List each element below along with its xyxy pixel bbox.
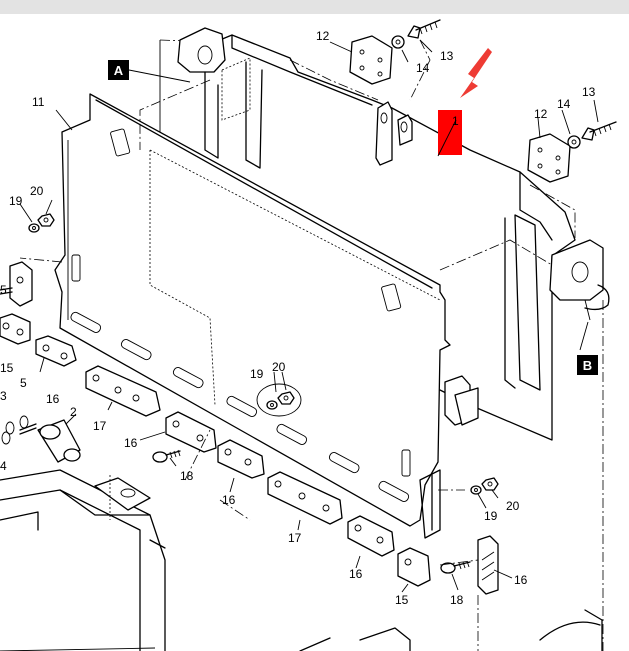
callout-14-a: 14 [416,61,430,75]
left-small-clips [0,261,33,345]
callout-16-c: 16 [222,493,236,507]
callout-12-b: 12 [534,107,548,121]
callout-20-b: 20 [272,360,286,374]
callout-labels: 1 2 3 4 5 5 11 12 12 13 13 14 14 15 15 1… [0,29,596,607]
view-a-text: A [114,63,124,78]
callout-15-a: 15 [0,361,14,375]
panel-right-bracket [419,375,479,539]
clip-row-lower [217,439,431,587]
callout-19-b: 19 [250,367,264,381]
callout-18-b: 18 [450,593,464,607]
callout-13-b: 13 [582,85,596,99]
callout-5-a: 5 [20,376,27,390]
callout-1: 1 [452,114,459,128]
view-label-a: A [108,60,129,80]
callout-16-e: 16 [514,573,528,587]
base-frame [0,469,411,651]
view-b-text: B [583,358,592,373]
callout-14-b: 14 [557,97,571,111]
red-arrow [460,48,492,98]
panel-slots [70,311,410,502]
callout-16-b: 16 [124,436,138,450]
plate-12-right [527,121,617,183]
red-highlight-marker [437,110,462,157]
callout-leaders [19,39,599,593]
leader-lines [19,39,576,566]
callout-4: 4 [0,459,7,473]
callout-19-c: 19 [484,509,498,523]
callout-3: 3 [0,389,7,403]
clip-row-upper [35,335,217,453]
screws-18 [152,449,471,574]
right-clip-16 [477,535,499,595]
hinge-pin-assembly [0,287,81,463]
callout-20-a: 20 [30,184,44,198]
callout-17-b: 17 [288,531,302,545]
callout-18-a: 18 [180,469,194,483]
callout-19-a: 19 [9,194,23,208]
plate-12-left [349,19,441,85]
left-upper-bracket [177,27,263,169]
callout-5-b: 5 [0,283,7,297]
callout-15-b: 15 [395,593,409,607]
right-lower-outline [477,300,604,651]
callout-13-a: 13 [440,49,454,63]
callout-16-d: 16 [349,567,363,581]
callout-2: 2 [70,405,77,419]
callout-17-a: 17 [93,419,107,433]
callout-16-a: 16 [46,392,60,406]
view-label-b: B [577,355,598,375]
callout-20-c: 20 [506,499,520,513]
fasteners-19-20 [28,213,499,495]
top-strip [0,0,629,14]
right-tall-bracket [504,214,610,391]
callout-12-a: 12 [316,29,330,43]
callout-11: 11 [32,95,45,109]
upper-tabs [375,101,413,166]
